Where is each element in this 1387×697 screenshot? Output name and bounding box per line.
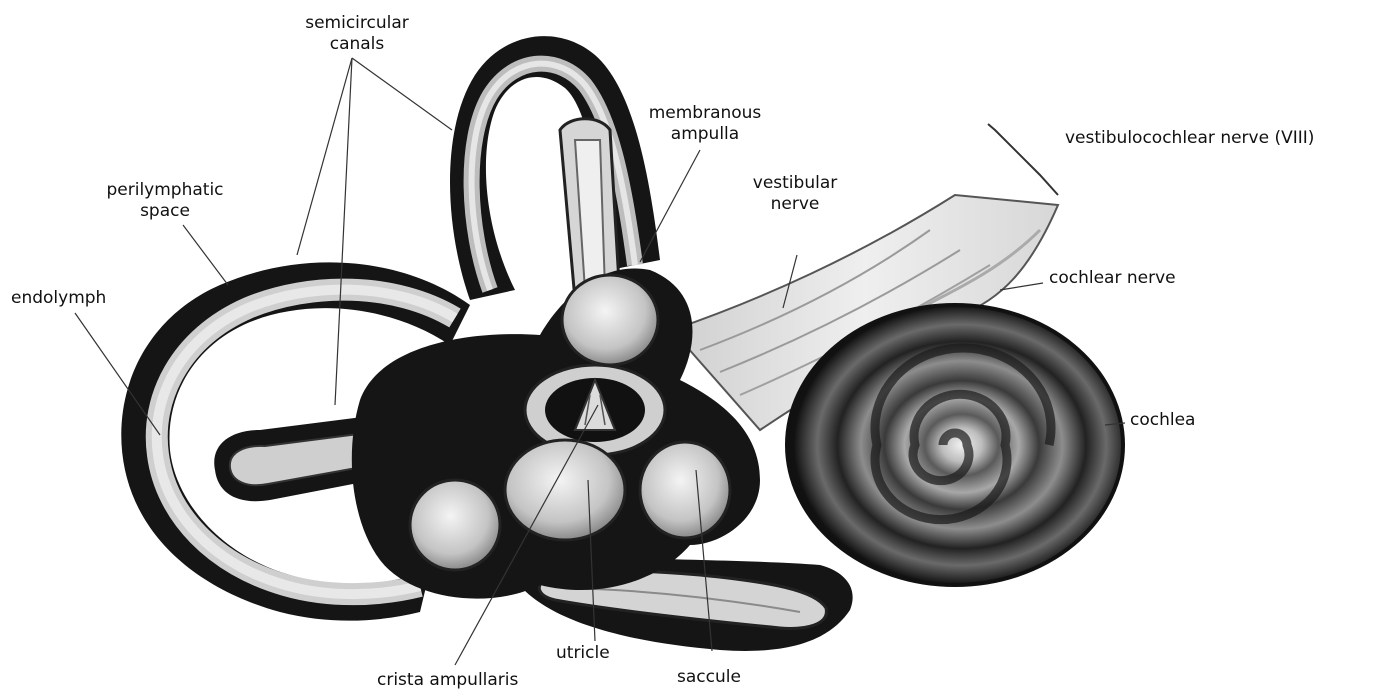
label-line: nerve — [740, 194, 850, 215]
label-vestibular-nerve: vestibular nerve — [740, 173, 850, 215]
leader-semicircular-canals-c — [352, 58, 452, 130]
label-line: ampulla — [640, 124, 770, 145]
label-line: canals — [292, 34, 422, 55]
bracket-vestibulocochlear — [988, 124, 1058, 195]
label-cochlea: cochlea — [1130, 410, 1195, 431]
label-line: cochlear nerve — [1049, 268, 1176, 289]
label-line: cochlea — [1130, 410, 1195, 431]
label-line: perilymphatic — [95, 180, 235, 201]
label-line: space — [95, 201, 235, 222]
label-line: semicircular — [292, 13, 422, 34]
label-line: utricle — [556, 643, 610, 664]
label-semicircular-canals: semicircular canals — [292, 13, 422, 55]
label-vestibulocochlear-nerve: vestibulocochlear nerve (VIII) — [1065, 128, 1314, 149]
label-line: membranous — [640, 103, 770, 124]
label-utricle: utricle — [556, 643, 610, 664]
leader-perilymphatic-space — [183, 225, 228, 285]
label-perilymphatic-space: perilymphatic space — [95, 180, 235, 222]
superior-semicircular-canal — [450, 36, 660, 300]
label-line: saccule — [677, 667, 741, 688]
label-line: vestibulocochlear nerve (VIII) — [1065, 128, 1314, 149]
label-membranous-ampulla: membranous ampulla — [640, 103, 770, 145]
label-cochlear-nerve: cochlear nerve — [1049, 268, 1176, 289]
label-line: vestibular — [740, 173, 850, 194]
label-endolymph: endolymph — [11, 288, 106, 309]
label-line: crista ampullaris — [377, 670, 518, 691]
label-crista-ampullaris: crista ampullaris — [377, 670, 518, 691]
label-saccule: saccule — [677, 667, 741, 688]
cochlea-spiral — [787, 305, 1123, 585]
label-line: endolymph — [11, 288, 106, 309]
